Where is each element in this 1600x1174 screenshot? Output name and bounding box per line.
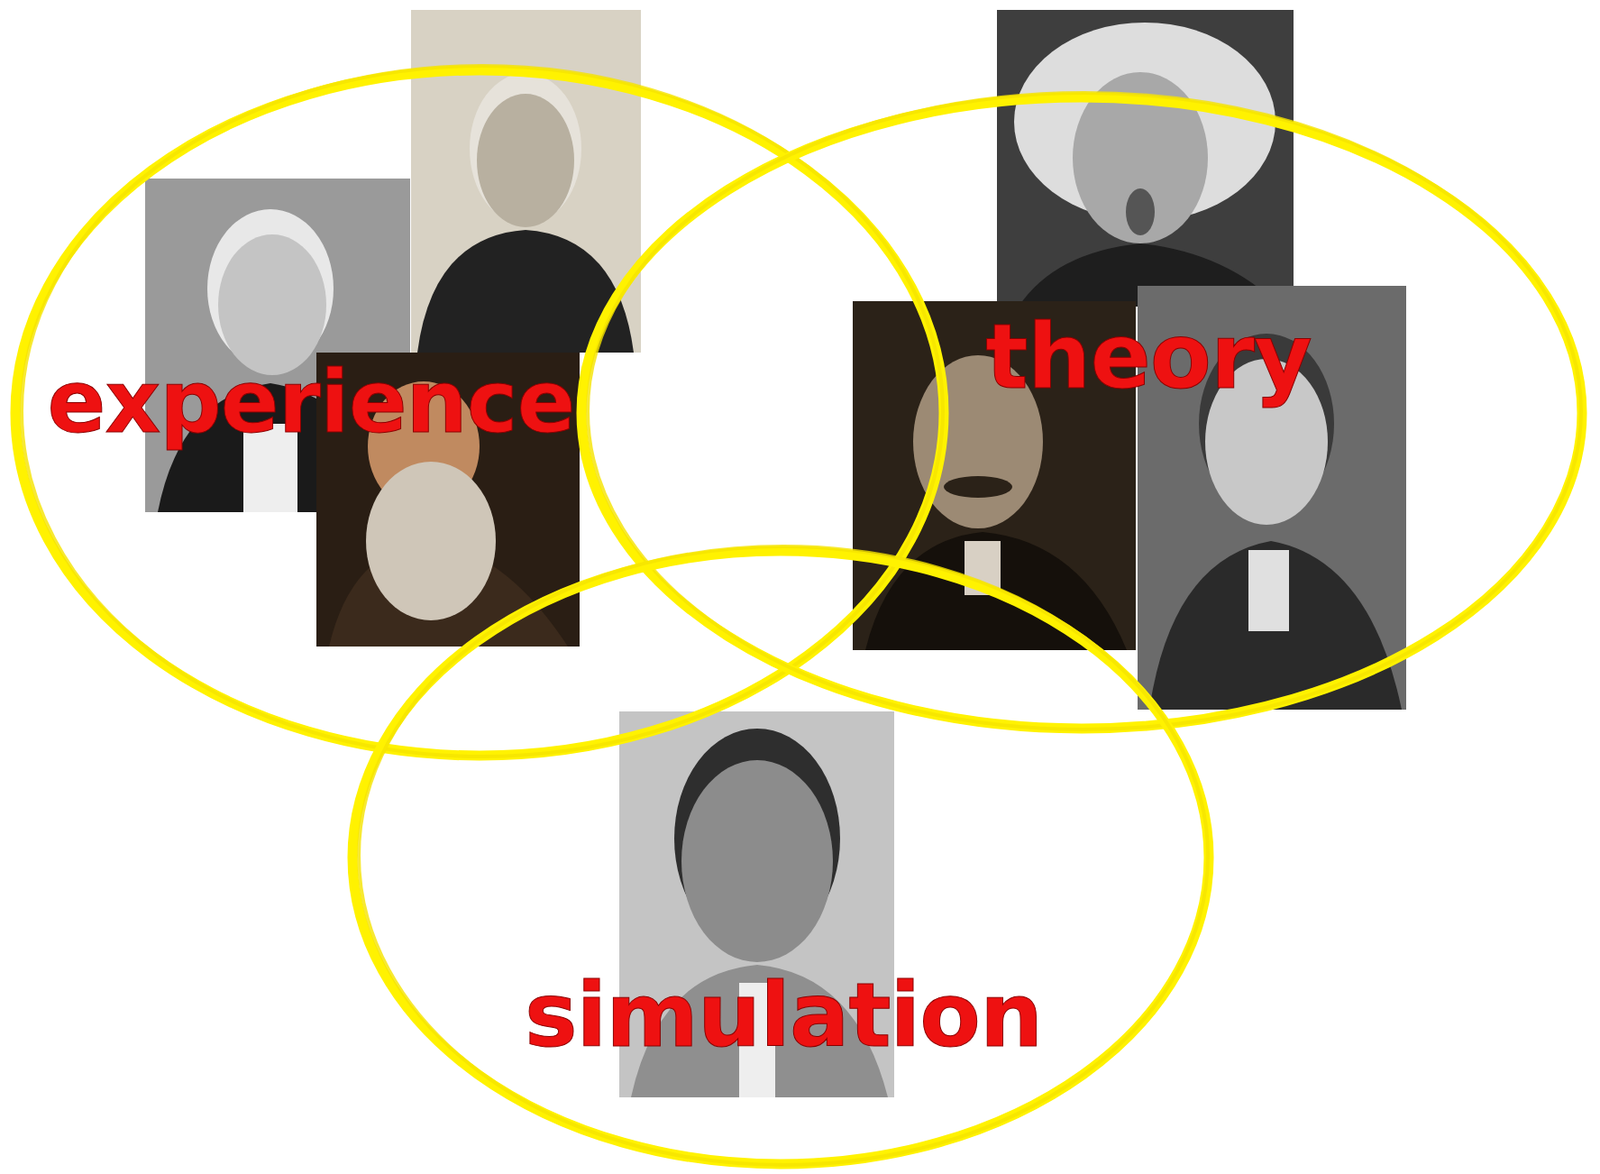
portrait-photo [411,9,641,353]
region-label: simulation [524,970,1043,1061]
ellipse-stroke [358,546,1208,1165]
ellipse-stroke [21,65,943,757]
venn-ellipse: simulation [339,538,1222,1174]
region-label: experience [47,359,576,447]
ellipse-stroke [587,92,1582,730]
ellipse-outline [339,538,1222,1174]
venn-ellipse: experience [2,57,957,768]
region-label: theory [985,311,1311,402]
portrait-photo [996,9,1294,307]
